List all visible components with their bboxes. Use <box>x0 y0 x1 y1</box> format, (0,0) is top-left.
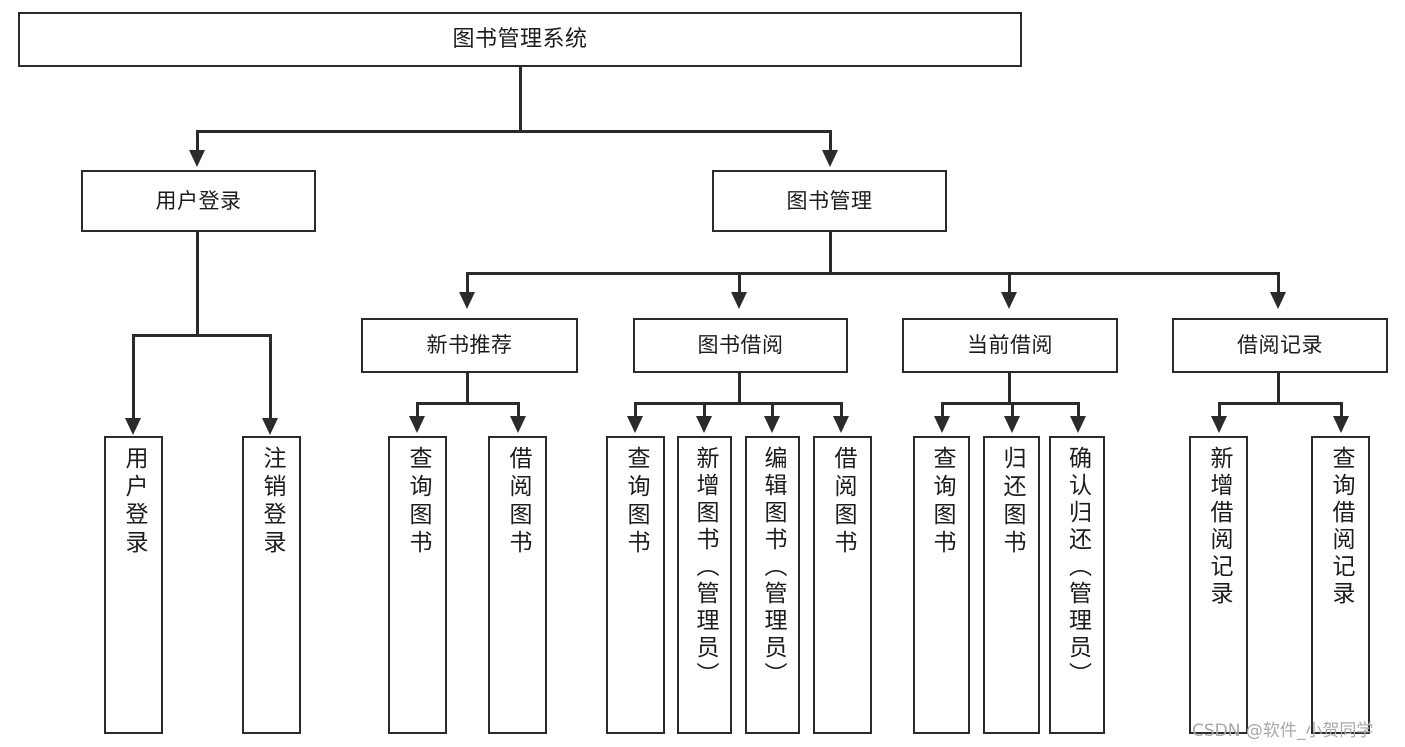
node-book-management[interactable]: 图书管理 <box>712 170 947 232</box>
arrowhead-leaf-query-book-3 <box>934 416 950 433</box>
arrowhead-current-borrow <box>1001 292 1017 309</box>
edge-user-login-to-leaf-1 <box>132 334 135 420</box>
arrowhead-leaf-query-book-1 <box>409 416 425 433</box>
arrowhead-leaf-edit-book <box>764 416 780 433</box>
edge-new-book-stem <box>466 372 469 404</box>
node-label: 编辑图书（管理员） <box>760 446 786 689</box>
node-label: 用户登录 <box>121 446 147 558</box>
node-leaf-borrow-book-recommend[interactable]: 借阅图书 <box>488 436 547 734</box>
edge-current-borrow-stem <box>1008 372 1011 404</box>
arrowhead-leaf-add-record <box>1211 416 1227 433</box>
node-user-login[interactable]: 用户登录 <box>81 170 316 232</box>
edge-bb-to-leaf-1 <box>634 402 637 418</box>
node-label: 查询图书 <box>405 446 431 558</box>
edge-bm-to-borrow-record <box>1277 272 1280 294</box>
edge-user-login-to-leaf-2 <box>269 334 272 420</box>
node-leaf-edit-book[interactable]: 编辑图书（管理员） <box>745 436 800 734</box>
arrowhead-leaf-return-book <box>1004 416 1020 433</box>
node-label: 借阅图书 <box>830 446 856 558</box>
node-leaf-return-book[interactable]: 归还图书 <box>983 436 1040 734</box>
edge-bb-to-leaf-2 <box>703 402 706 418</box>
edge-book-borrow-bus <box>634 402 842 405</box>
edge-root-stem <box>519 67 522 130</box>
node-leaf-user-login[interactable]: 用户登录 <box>104 436 163 734</box>
edge-nb-to-leaf-1 <box>416 402 419 418</box>
node-label: 图书管理系统 <box>452 26 588 52</box>
arrowhead-leaf-borrow-book-1 <box>510 416 526 433</box>
node-label: 借阅图书 <box>505 446 531 558</box>
arrowhead-leaf-query-record <box>1333 416 1349 433</box>
node-label: 图书管理 <box>786 188 873 213</box>
edge-br-to-leaf-2 <box>1340 402 1343 418</box>
node-label: 当前借阅 <box>967 333 1053 358</box>
node-new-book-recommend[interactable]: 新书推荐 <box>361 318 578 373</box>
arrowhead-leaf-add-book <box>696 416 712 433</box>
edge-cb-to-leaf-3 <box>1077 402 1080 418</box>
node-root-book-management-system[interactable]: 图书管理系统 <box>18 12 1022 67</box>
edge-bm-to-current-borrow <box>1008 272 1011 294</box>
edge-borrow-record-stem <box>1277 372 1280 404</box>
node-leaf-add-borrow-record[interactable]: 新增借阅记录 <box>1189 436 1248 734</box>
edge-nb-to-leaf-2 <box>517 402 520 418</box>
arrowhead-leaf-confirm-return <box>1070 416 1086 433</box>
node-label: 归还图书 <box>999 446 1025 558</box>
edge-cb-to-leaf-2 <box>1011 402 1014 418</box>
edge-current-borrow-bus <box>941 402 1079 405</box>
arrowhead-book-borrow <box>731 292 747 309</box>
csdn-watermark: CSDN @软件_小贺同学 <box>1192 721 1374 741</box>
node-leaf-add-book[interactable]: 新增图书（管理员） <box>677 436 732 734</box>
node-label: 查询借阅记录 <box>1328 446 1354 608</box>
edge-bm-to-new-book <box>466 272 469 294</box>
arrowhead-new-book-recommend <box>459 292 475 309</box>
node-label: 新增图书（管理员） <box>692 446 718 689</box>
node-label: 用户登录 <box>155 188 242 213</box>
edge-user-login-stem <box>196 232 199 336</box>
edge-user-login-bus <box>132 334 271 337</box>
node-borrow-record[interactable]: 借阅记录 <box>1172 318 1388 373</box>
edge-root-bus <box>196 130 831 133</box>
node-leaf-borrow-book[interactable]: 借阅图书 <box>813 436 872 734</box>
edge-bm-to-book-borrow <box>738 272 741 294</box>
arrowhead-leaf-query-book-2 <box>627 416 643 433</box>
edge-book-management-bus <box>466 272 1280 275</box>
arrowhead-leaf-user-login <box>125 418 141 435</box>
node-label: 注销登录 <box>259 446 285 558</box>
arrowhead-book-management <box>822 150 838 167</box>
node-leaf-logout-login[interactable]: 注销登录 <box>242 436 301 734</box>
arrowhead-borrow-record <box>1270 292 1286 309</box>
node-leaf-query-borrow-record[interactable]: 查询借阅记录 <box>1311 436 1370 734</box>
arrowhead-leaf-logout-login <box>262 418 278 435</box>
arrowhead-leaf-borrow-book-2 <box>833 416 849 433</box>
edge-bb-to-leaf-4 <box>840 402 843 418</box>
edge-root-to-book-management <box>829 130 832 152</box>
edge-new-book-bus <box>416 402 519 405</box>
node-leaf-confirm-return[interactable]: 确认归还（管理员） <box>1049 436 1105 734</box>
node-label: 查询图书 <box>623 446 649 558</box>
node-label: 查询图书 <box>929 446 955 558</box>
node-label: 确认归还（管理员） <box>1064 446 1091 689</box>
edge-cb-to-leaf-1 <box>941 402 944 418</box>
edge-root-to-user-login <box>196 130 199 152</box>
node-book-borrow[interactable]: 图书借阅 <box>633 318 848 373</box>
edge-book-borrow-stem <box>738 372 741 404</box>
node-leaf-query-book-recommend[interactable]: 查询图书 <box>388 436 447 734</box>
node-label: 图书借阅 <box>697 333 784 358</box>
arrowhead-user-login <box>189 150 205 167</box>
node-label: 新增借阅记录 <box>1206 446 1232 608</box>
edge-bb-to-leaf-3 <box>771 402 774 418</box>
edge-borrow-record-bus <box>1218 402 1342 405</box>
node-label: 借阅记录 <box>1237 333 1323 358</box>
node-label: 新书推荐 <box>426 333 513 358</box>
node-leaf-query-book-current[interactable]: 查询图书 <box>913 436 970 734</box>
edge-br-to-leaf-1 <box>1218 402 1221 418</box>
node-leaf-query-book-borrow[interactable]: 查询图书 <box>606 436 665 734</box>
node-current-borrow[interactable]: 当前借阅 <box>902 318 1118 373</box>
edge-book-management-stem <box>829 232 832 274</box>
